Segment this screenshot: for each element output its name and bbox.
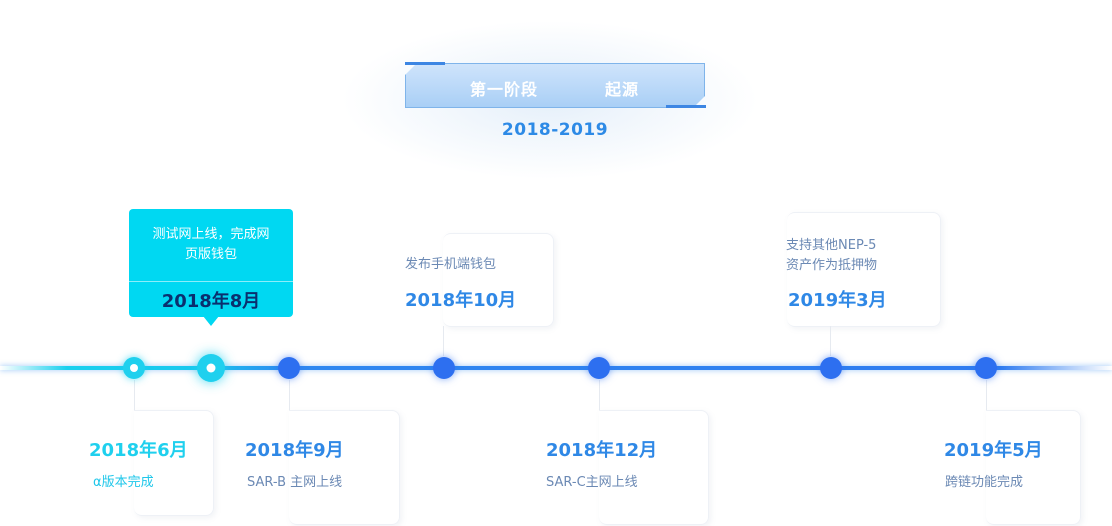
banner-accent bbox=[405, 62, 445, 65]
milestone-card-2018-6 bbox=[134, 410, 214, 516]
timeline-node-2018-12[interactable] bbox=[588, 357, 610, 379]
banner-accent bbox=[666, 105, 706, 108]
timeline-track bbox=[0, 366, 1112, 370]
milestone-date: 2018年9月 bbox=[245, 440, 344, 461]
timeline-node-2018-9[interactable] bbox=[278, 357, 300, 379]
phase-years: 2018-2019 bbox=[501, 120, 609, 140]
connector-line bbox=[443, 326, 444, 356]
milestone-date: 2018年12月 bbox=[546, 440, 658, 461]
callout-divider bbox=[129, 281, 293, 282]
milestone-card-2018-12 bbox=[599, 410, 709, 525]
phase-label: 第一阶段 bbox=[470, 80, 539, 99]
milestone-date: 2018年6月 bbox=[89, 440, 188, 461]
timeline-node-2018-10[interactable] bbox=[433, 357, 455, 379]
timeline-node-2018-8[interactable] bbox=[197, 354, 225, 382]
milestone-desc: 资产作为抵押物 bbox=[786, 258, 878, 273]
callout-description: 测试网上线，完成网页版钱包 bbox=[152, 227, 270, 262]
milestone-date: 2019年3月 bbox=[788, 290, 887, 311]
milestone-card-2018-9 bbox=[289, 410, 400, 525]
timeline-node-2019-5[interactable] bbox=[975, 357, 997, 379]
milestone-desc: SAR-C主网上线 bbox=[546, 475, 638, 490]
highlight-callout bbox=[129, 209, 293, 317]
milestone-desc: α版本完成 bbox=[93, 475, 154, 490]
callout-date: 2018年8月 bbox=[161, 291, 261, 312]
phase-banner bbox=[405, 63, 705, 108]
timeline-node-2019-3[interactable] bbox=[820, 357, 842, 379]
connector-line bbox=[134, 380, 135, 410]
connector-line bbox=[986, 380, 987, 410]
milestone-card-2018-10 bbox=[443, 233, 554, 327]
phase-name: 起源 bbox=[605, 80, 640, 99]
timeline-node-2018-6[interactable] bbox=[123, 357, 145, 379]
milestone-desc: 跨链功能完成 bbox=[945, 475, 1024, 490]
milestone-desc: SAR-B 主网上线 bbox=[247, 475, 343, 490]
connector-line bbox=[289, 380, 290, 410]
milestone-desc: 发布手机端钱包 bbox=[405, 257, 497, 272]
milestone-card-2019-3 bbox=[787, 212, 941, 327]
milestone-card-2019-5 bbox=[986, 410, 1081, 525]
connector-line bbox=[599, 380, 600, 410]
callout-pointer bbox=[203, 316, 219, 326]
milestone-desc: 支持其他NEP-5 bbox=[786, 238, 877, 253]
milestone-date: 2018年10月 bbox=[405, 290, 517, 311]
connector-line bbox=[830, 326, 831, 356]
milestone-date: 2019年5月 bbox=[944, 440, 1043, 461]
